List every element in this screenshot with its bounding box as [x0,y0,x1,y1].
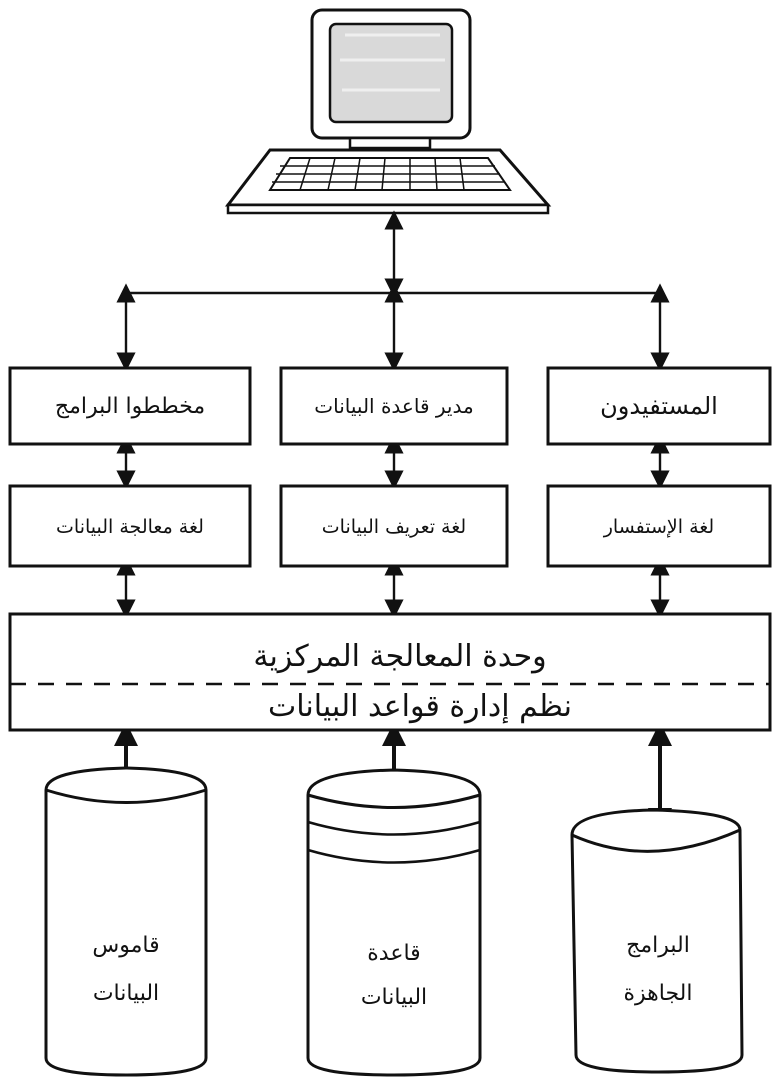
central-unit-subtitle: نظم إدارة قواعد البيانات [268,689,572,724]
central-unit-title: وحدة المعالجة المركزية [253,639,546,674]
box-dba: مدير قاعدة البيانات [279,366,509,446]
label-data-dictionary-line1: قاموس [92,933,159,958]
label-users: المستفيدون [600,392,718,420]
cylinder-ready-programs: البرامج الجاهزة [570,808,744,1074]
label-data-dictionary-line2: البيانات [93,981,159,1006]
label-data-manipulation-language: لغة معالجة البيانات [56,516,204,538]
label-database-line2: البيانات [361,985,427,1010]
box-query-language: لغة الإستفسار [546,484,772,568]
label-programmers: مخططوا البرامج [55,394,205,419]
label-data-definition-language: لغة تعريف البيانات [322,516,466,538]
label-query-language: لغة الإستفسار [603,516,714,538]
cylinder-data-dictionary: قاموس البيانات [44,766,208,1077]
box-users: المستفيدون [546,366,772,446]
label-dba: مدير قاعدة البيانات [314,394,473,418]
connector-lines [114,210,672,832]
label-ready-programs-line2: الجاهزة [624,981,693,1006]
computer-terminal-icon [224,8,552,215]
box-central-unit: وحدة المعالجة المركزية نظم إدارة قواعد ا… [8,612,772,732]
label-database-line1: قاعدة [367,941,420,966]
label-ready-programs-line1: البرامج [626,933,690,958]
box-data-definition-language: لغة تعريف البيانات [279,484,509,568]
box-data-manipulation-language: لغة معالجة البيانات [8,484,252,568]
cylinder-database: قاعدة البيانات [306,768,482,1077]
box-programmers: مخططوا البرامج [8,366,252,446]
